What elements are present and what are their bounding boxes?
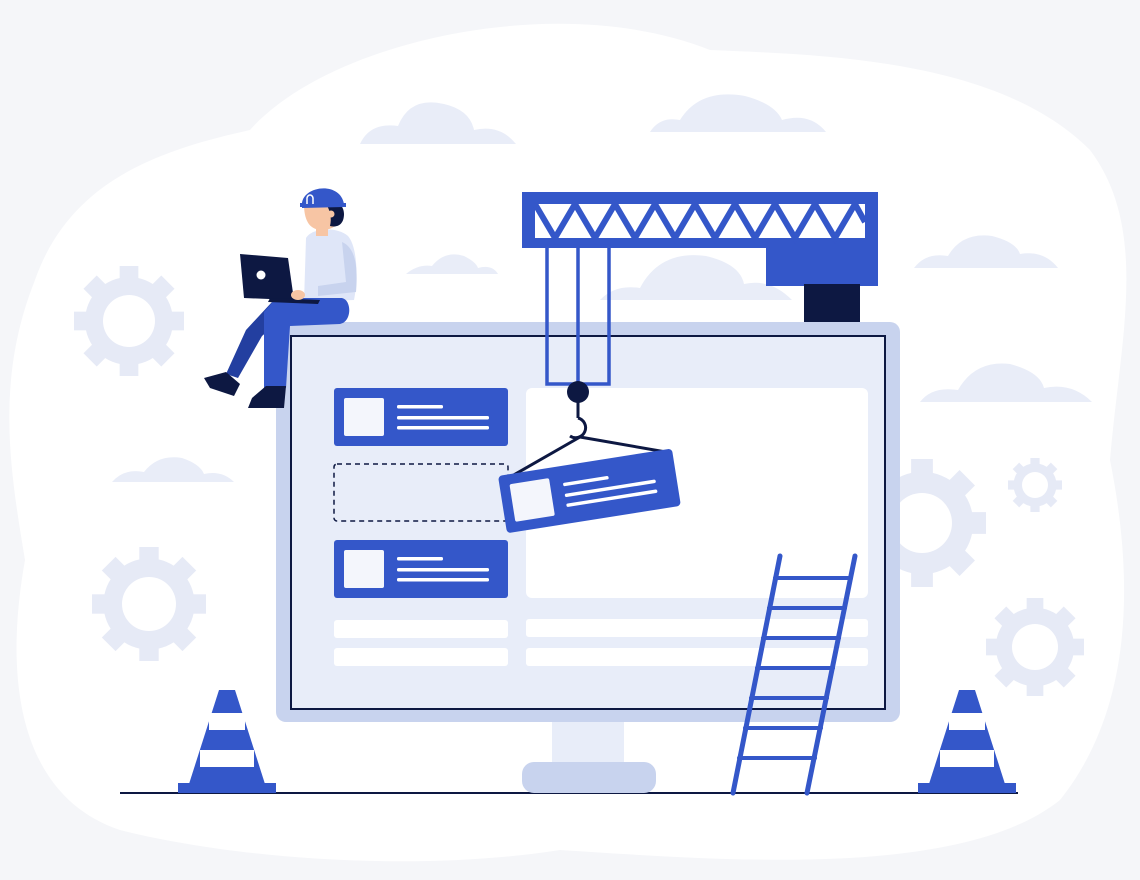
cloud-icon	[920, 363, 1092, 402]
content-panel	[526, 388, 868, 598]
content-card	[334, 388, 508, 446]
ladder-icon	[730, 553, 858, 796]
gear-icon	[92, 547, 206, 661]
gear-icon	[986, 598, 1084, 696]
crane-icon	[522, 192, 878, 386]
content-card	[334, 540, 508, 598]
cloud-icon	[600, 255, 792, 300]
traffic-cone-icon	[178, 690, 276, 793]
hanging-card	[498, 449, 681, 533]
worker-figure	[204, 188, 357, 408]
laptop-icon	[240, 254, 320, 304]
monitor-stand	[522, 718, 656, 793]
cloud-icon	[406, 254, 498, 274]
cloud-icon	[360, 102, 516, 144]
cloud-icon	[914, 235, 1058, 268]
cloud-icon	[112, 457, 234, 482]
text-placeholder-rows	[334, 619, 868, 666]
traffic-cone-icon	[918, 690, 1016, 793]
crane-hook	[504, 381, 667, 482]
gear-icon	[1008, 458, 1062, 512]
cloud-icon	[650, 94, 826, 132]
gear-icon	[74, 266, 184, 376]
